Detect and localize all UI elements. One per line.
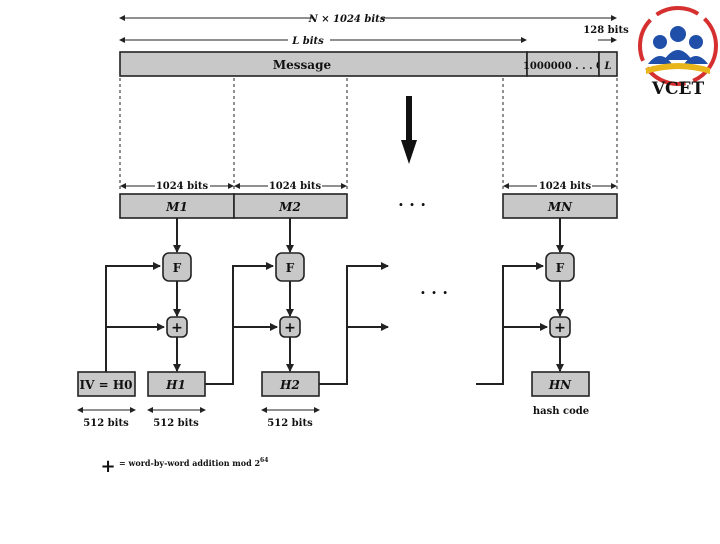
pad-bits-label: 128 bits [583, 25, 629, 36]
logo-text: VCET [651, 79, 705, 99]
h1-bits-label: 512 bits [153, 418, 199, 429]
legend-text: = word-by-word addition mod 2 [119, 458, 260, 468]
f-label-n: F [556, 261, 565, 275]
h2-label: H2 [279, 378, 300, 392]
block-dividers [119, 78, 618, 192]
vcet-logo: VCET [638, 6, 718, 99]
padding-label: 1000000 . . . 0 [523, 61, 603, 72]
logo-book [646, 63, 710, 74]
hash-code-label: hash code [533, 406, 589, 417]
big-down-arrow [401, 96, 417, 164]
m1-bits-label: 1024 bits [156, 181, 209, 192]
block-to-f-arrows [173, 218, 564, 253]
logo-figure-head-1 [653, 35, 667, 49]
plus-to-h-arrows [173, 337, 564, 372]
adder-symbol-n: + [554, 320, 566, 336]
f-label-2: F [286, 261, 295, 275]
logo-ring [638, 6, 718, 86]
block-m2-label: M2 [278, 200, 301, 214]
l-bits-label: L bits [291, 36, 324, 47]
blocks-ellipsis: . . . [398, 191, 426, 210]
hn-box [531, 371, 590, 397]
message-blocks: M1 M2 MN . . . [119, 191, 618, 219]
legend: + = word-by-word addition mod 264 [100, 456, 268, 477]
h1-box [147, 371, 206, 397]
h2-bits-label: 512 bits [267, 418, 313, 429]
iv-bits-label: 512 bits [83, 418, 129, 429]
f-label-1: F [173, 261, 182, 275]
length-box [598, 51, 618, 77]
pad-bits-dimension: 128 bits [583, 25, 629, 43]
block-bits-dimensions: 1024 bits 1024 bits 1024 bits [120, 181, 617, 192]
l-bits-dimension: L bits [119, 36, 527, 47]
f-to-plus-arrows [173, 281, 564, 317]
message-label: Message [273, 58, 332, 72]
legend-text-line: = word-by-word addition mod 264 [119, 457, 268, 468]
adder-symbol-1: + [171, 320, 183, 336]
iv-box [77, 371, 136, 397]
message-bar: Message 1000000 . . . 0 L [119, 51, 618, 77]
iv-label: IV = H0 [79, 378, 132, 392]
h1-label: H1 [165, 378, 186, 392]
hn-label: HN [548, 378, 572, 392]
block-m2 [233, 193, 348, 219]
m2-bits-label: 1024 bits [269, 181, 322, 192]
logo-figure-body-3 [684, 56, 708, 64]
length-label: L [603, 61, 611, 72]
hash-bits-dimensions: 512 bits 512 bits 512 bits hash code [77, 406, 589, 429]
legend-exponent: 64 [260, 457, 268, 464]
stages-ellipsis: . . . [420, 279, 448, 298]
mn-bits-label: 1024 bits [539, 181, 592, 192]
legend-symbol: + [100, 456, 115, 477]
logo-figure-body-2 [664, 50, 692, 60]
adders: + + + [166, 316, 571, 338]
chaining-wires: . . . [105, 262, 548, 385]
adder-symbol-2: + [284, 320, 296, 336]
logo-figure-head-3 [689, 35, 703, 49]
block-m1-label: M1 [165, 200, 188, 214]
block-mn-label: MN [547, 200, 573, 214]
logo-figure-head-2 [670, 26, 686, 42]
total-bits-label: N × 1024 bits [308, 14, 386, 25]
total-bits-dimension: N × 1024 bits [119, 14, 617, 25]
